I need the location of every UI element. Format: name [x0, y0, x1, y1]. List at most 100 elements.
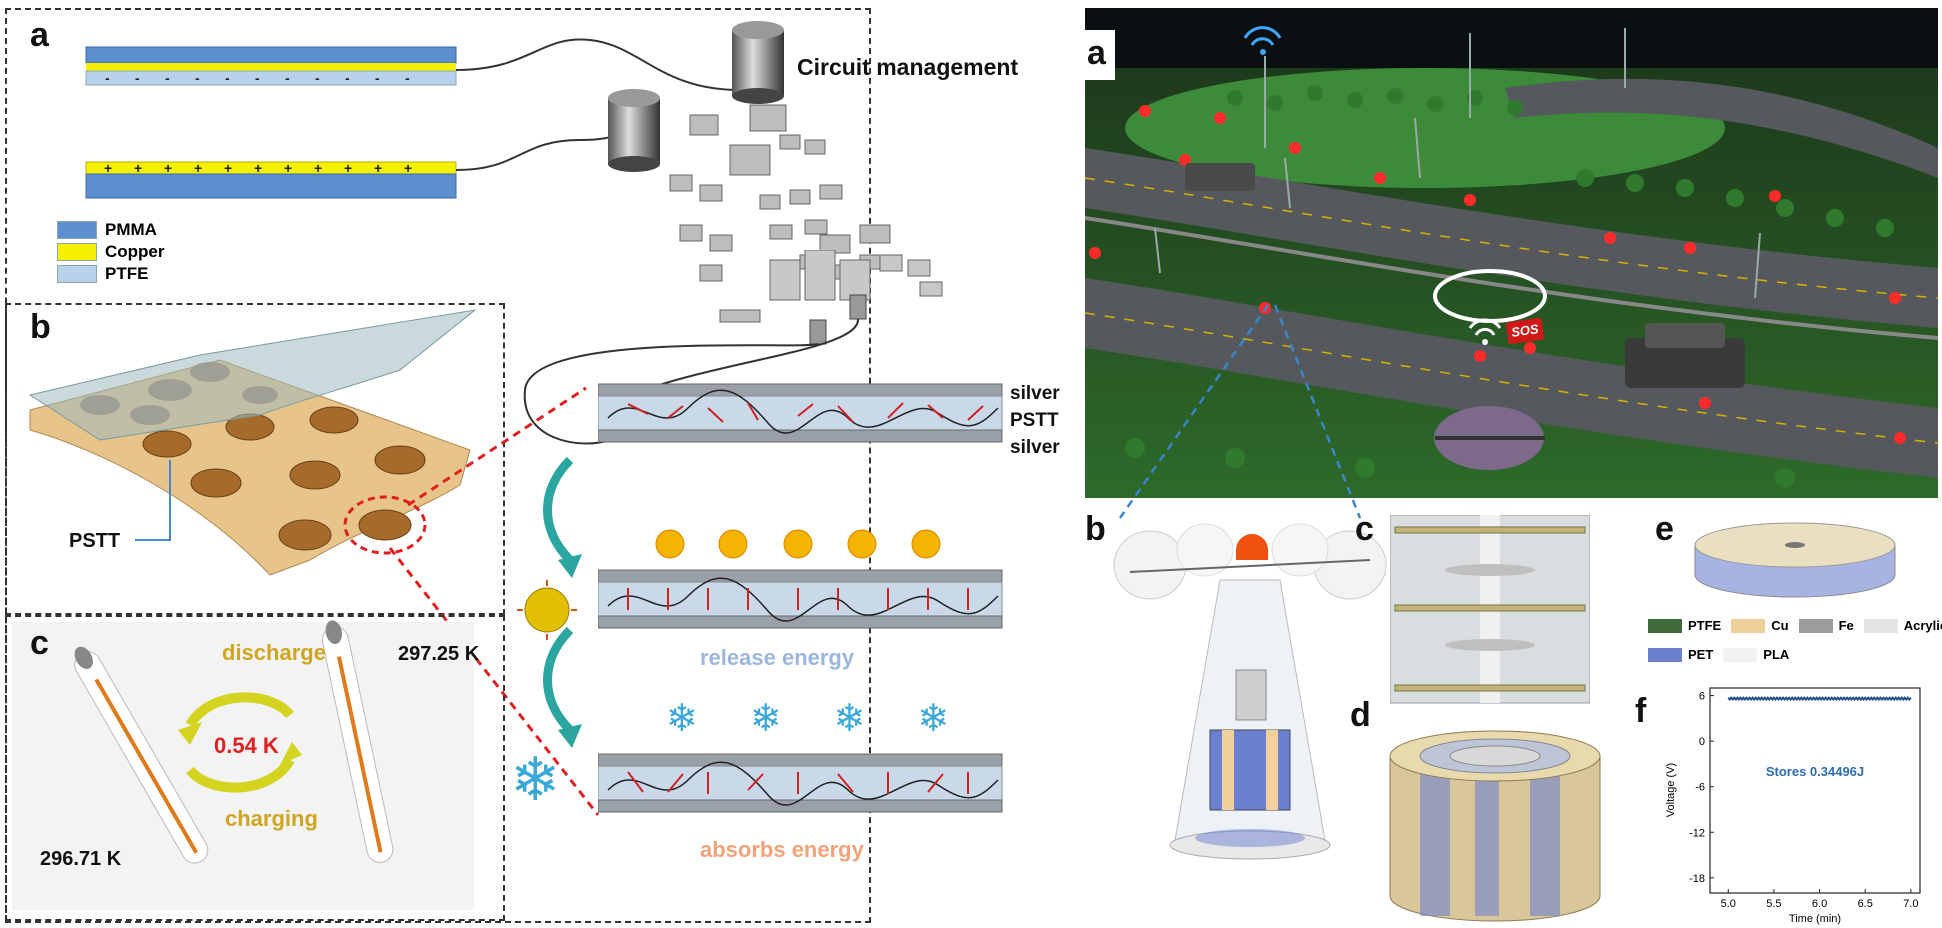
- material-pla: PLA: [1723, 647, 1789, 662]
- right-panel-d-letter: d: [1350, 696, 1371, 734]
- y-tick-label: -12: [1689, 827, 1705, 839]
- pstt-layer-stack-absorb: [598, 753, 1003, 813]
- right-panel-a-letter-bg: [1085, 30, 1115, 80]
- x-tick-label: 6.0: [1812, 898, 1827, 910]
- snowflakes-row: ❄❄❄❄: [666, 698, 1002, 740]
- chart-y-axis-label: Voltage (V): [1665, 763, 1677, 817]
- materials-row-2: PET PLA: [1648, 647, 1938, 662]
- material-cu: Cu: [1731, 618, 1789, 633]
- right-panel-f-letter: f: [1635, 692, 1647, 730]
- svg-text:-: -: [255, 70, 260, 86]
- material-fe-label: Fe: [1838, 618, 1854, 633]
- circuit-components-lower: [769, 250, 943, 301]
- right-panel-b-letter: b: [1085, 510, 1106, 548]
- svg-text:-: -: [345, 70, 350, 86]
- snowflake-icon-large: ❄: [510, 746, 561, 813]
- svg-text:-: -: [135, 70, 140, 86]
- copper-swatch: [57, 243, 97, 261]
- pmma-swatch: [57, 221, 97, 239]
- svg-text:-: -: [285, 70, 290, 86]
- y-tick-label: -6: [1695, 782, 1705, 794]
- materials-row-1: PTFE Cu Fe Acrylic: [1648, 618, 1942, 633]
- material-acrylic: Acrylic: [1863, 618, 1942, 633]
- chart-annotation: Stores 0.34496J: [1766, 764, 1864, 779]
- legend-pmma: PMMA: [57, 219, 165, 241]
- material-acrylic-swatch: [1863, 618, 1898, 633]
- svg-text:+: +: [104, 160, 112, 176]
- x-tick-label: 7.0: [1903, 898, 1918, 910]
- absorbs-energy-label: absorbs energy: [700, 837, 864, 862]
- svg-text:-: -: [405, 70, 410, 86]
- release-energy-label: release energy: [700, 645, 855, 670]
- pstt-layer-stack-top: [598, 383, 1003, 443]
- legend-copper-label: Copper: [105, 242, 165, 261]
- electrode-strips: ----------- +++++++++++: [85, 38, 741, 199]
- svg-text:+: +: [344, 160, 352, 176]
- svg-text:+: +: [404, 160, 412, 176]
- svg-text:-: -: [195, 70, 200, 86]
- temp-low-label: 296.71 K: [40, 848, 122, 870]
- svg-text:+: +: [374, 160, 382, 176]
- legend-pmma-label: PMMA: [105, 220, 157, 239]
- material-cu-swatch: [1731, 618, 1766, 633]
- svg-text:+: +: [164, 160, 172, 176]
- material-ptfe: PTFE: [1648, 618, 1721, 633]
- highway-scene: SOS: [1085, 8, 1938, 498]
- legend-ptfe: PTFE: [57, 263, 165, 285]
- material-fe-swatch: [1798, 618, 1833, 633]
- legend-ptfe-label: PTFE: [105, 264, 149, 283]
- right-panel-c-letter: c: [1355, 510, 1374, 548]
- voltage-series-line: [1727, 696, 1912, 702]
- material-acrylic-label: Acrylic: [1903, 618, 1942, 633]
- stack-label-pstt: PSTT: [1010, 410, 1059, 431]
- circuit-management-label: Circuit management: [797, 54, 1019, 80]
- material-legend-a: PMMA Copper PTFE: [57, 219, 165, 285]
- material-cu-label: Cu: [1771, 618, 1789, 633]
- material-pla-swatch: [1723, 647, 1758, 662]
- panel-b-letter: b: [30, 308, 51, 346]
- pstt-label: PSTT: [69, 530, 121, 552]
- concentric-cylinders-illustration: [1389, 730, 1601, 922]
- chart-x-axis-label: Time (min): [1789, 913, 1841, 925]
- material-pla-label: PLA: [1763, 647, 1790, 662]
- highway-scene-art: [1085, 26, 1938, 498]
- charging-label: charging: [225, 806, 318, 831]
- material-ptfe-swatch: [1648, 618, 1682, 633]
- svg-text:+: +: [224, 160, 232, 176]
- x-tick-label: 5.0: [1721, 898, 1736, 910]
- stacked-plates-illustration: [1390, 515, 1590, 704]
- svg-text:+: +: [284, 160, 292, 176]
- svg-text:+: +: [254, 160, 262, 176]
- svg-text:+: +: [194, 160, 202, 176]
- material-pet-label: PET: [1688, 647, 1714, 662]
- materials-legend: PTFE Cu Fe Acrylic PET PLA: [1648, 618, 1942, 662]
- y-tick-label: 6: [1699, 691, 1705, 703]
- beacon-device-illustration: [1113, 523, 1387, 860]
- temp-high-label: 297.25 K: [398, 643, 480, 665]
- panel-c-frame: [5, 615, 505, 921]
- x-tick-label: 6.5: [1858, 898, 1873, 910]
- svg-text:+: +: [314, 160, 322, 176]
- material-fe: Fe: [1798, 618, 1854, 633]
- small-suns-row: [655, 529, 941, 559]
- svg-text:+: +: [134, 160, 142, 176]
- svg-text:-: -: [315, 70, 320, 86]
- pstt-layer-stack-release: [598, 569, 1003, 629]
- panel-c-letter: c: [30, 624, 49, 662]
- material-pet-swatch: [1648, 647, 1682, 662]
- svg-text:-: -: [105, 70, 110, 86]
- y-tick-label: -18: [1689, 873, 1705, 885]
- delta-temp-label: 0.54 K: [214, 733, 279, 758]
- capacitor-top: [732, 21, 784, 104]
- svg-text:-: -: [375, 70, 380, 86]
- discharge-label: discharge: [222, 640, 326, 665]
- thermometers-illustration: [74, 620, 394, 864]
- teal-arrows: [543, 456, 582, 748]
- svg-text:-: -: [225, 70, 230, 86]
- legend-copper: Copper: [57, 241, 165, 263]
- right-panel-e-letter: e: [1655, 510, 1674, 548]
- material-ptfe-label: PTFE: [1688, 618, 1722, 633]
- blue-leaders: [1118, 304, 1362, 519]
